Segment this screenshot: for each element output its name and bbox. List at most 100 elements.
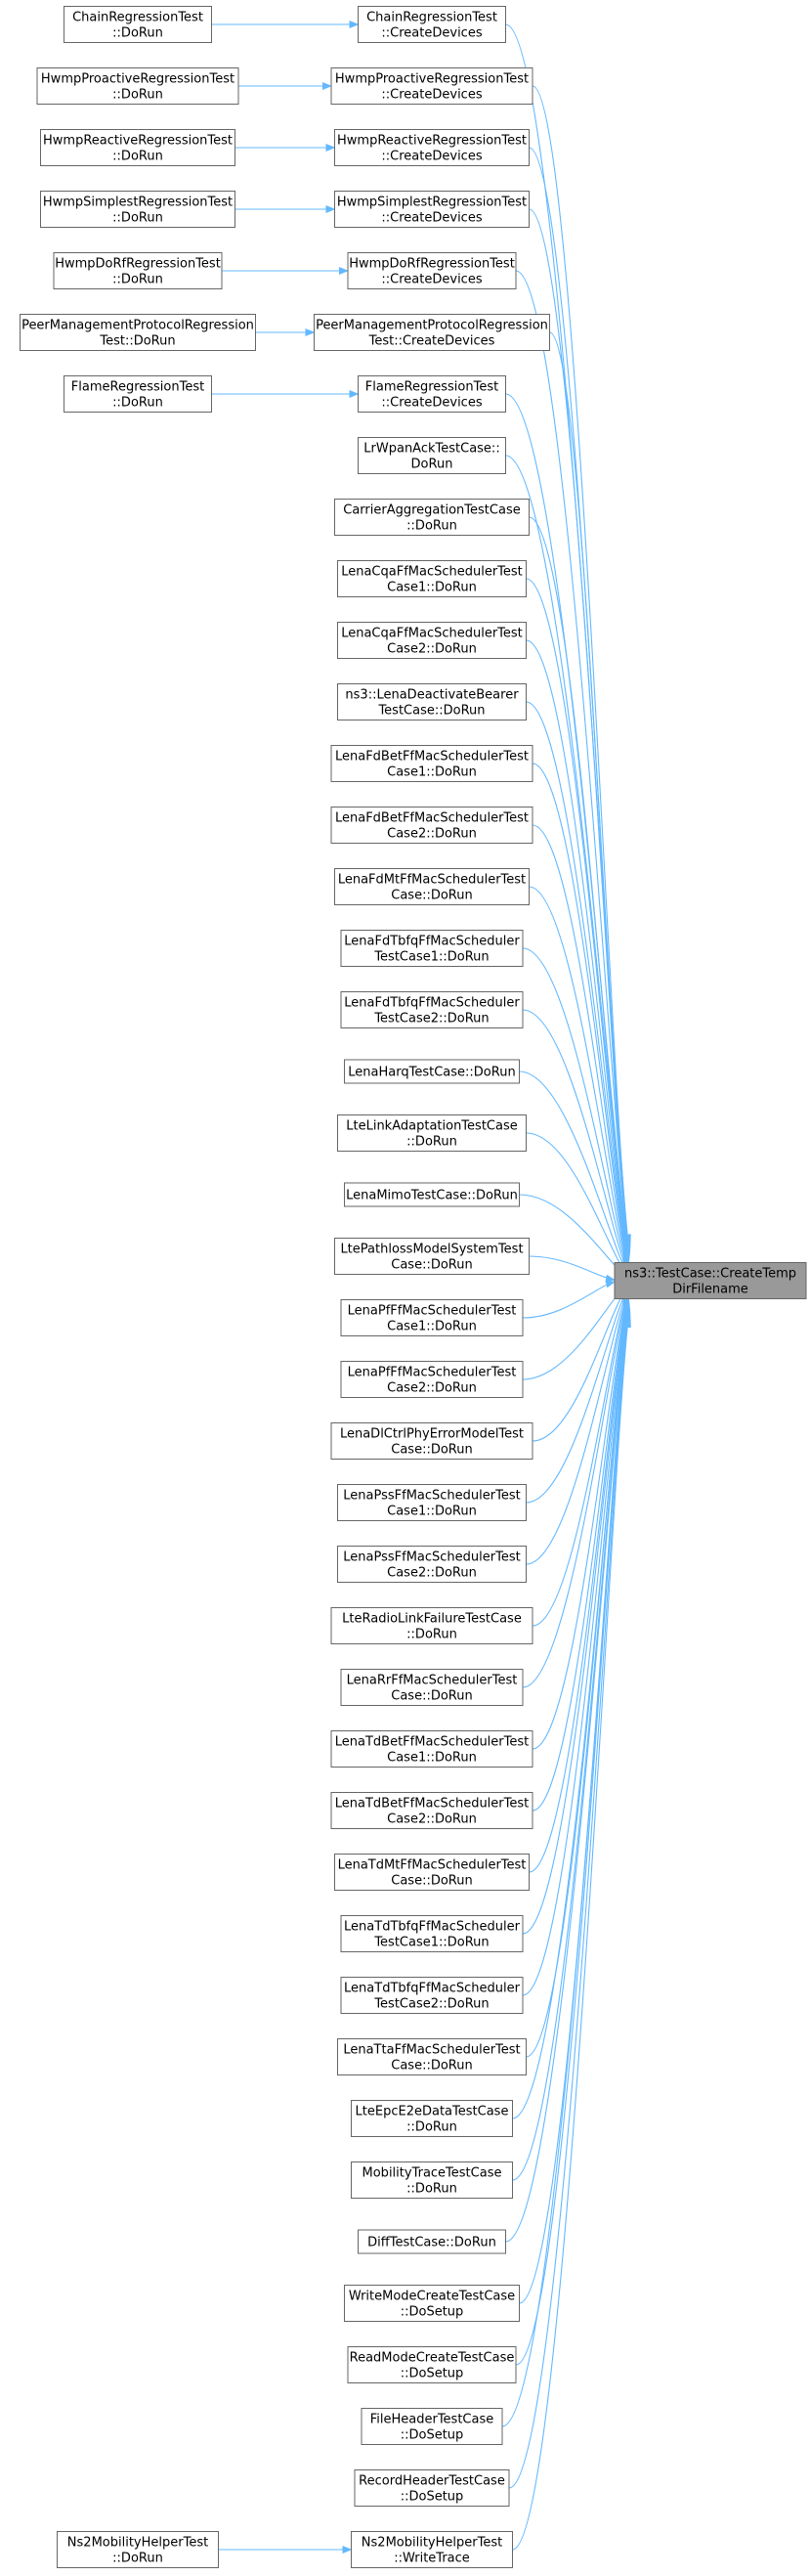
node-box <box>340 1299 524 1336</box>
node-ns2mobilityhelpertest-writetrace[interactable]: Ns2MobilityHelperTest::WriteTrace <box>351 2531 513 2568</box>
edge-ns3-lenadeactivatebearertestcase-dorun-to-target <box>526 701 630 1265</box>
node-chainregressiontest-dorun[interactable]: ChainRegressionTest::DoRun <box>64 6 212 43</box>
node-readmodecreatetestcase-dosetup[interactable]: ReadModeCreateTestCase::DoSetup <box>347 2346 517 2383</box>
node-fileheadertestcase-dosetup[interactable]: FileHeaderTestCase::DoSetup <box>361 2408 503 2445</box>
node-label-line: ::DoRun <box>112 396 163 411</box>
node-lrwpanacktestcase-dorun[interactable]: LrWpanAckTestCase::DoRun <box>358 437 506 474</box>
node-hwmpproactiveregressiontest-createdevices[interactable]: HwmpProactiveRegressionTest::CreateDevic… <box>330 67 533 105</box>
edge-lenafdbetffmacschedulertestcase2-dorun-to-target <box>532 824 630 1268</box>
node-label-line: PeerManagementProtocolRegression <box>21 319 254 333</box>
node-label-line: Case2::DoRun <box>387 1812 477 1827</box>
node-box <box>358 437 506 474</box>
node-label-line: PeerManagementProtocolRegression <box>316 319 548 333</box>
node-box <box>330 807 533 844</box>
node-label-line: Case2::DoRun <box>387 1381 477 1396</box>
node-chainregressiontest-createdevices[interactable]: ChainRegressionTest::CreateDevices <box>358 6 506 43</box>
node-box <box>351 2161 513 2199</box>
node-lteepce2edatatestcase-dorun[interactable]: LteEpcE2eDataTestCase::DoRun <box>351 2100 513 2137</box>
edge-ltepathlossmodelsystemtestcase-dorun-to-target <box>529 1255 616 1283</box>
node-label-line: Case::DoRun <box>391 2059 472 2074</box>
node-peermanagementprotocolregressiontest-dorun[interactable]: PeerManagementProtocolRegressionTest::Do… <box>20 314 256 351</box>
node-label-line: ::CreateDevices <box>381 150 482 164</box>
node-hwmpreactiveregressiontest-createdevices[interactable]: HwmpReactiveRegressionTest::CreateDevice… <box>334 129 530 166</box>
node-label-line: LenaTdBetFfMacSchedulerTest <box>335 1797 530 1812</box>
node-label-line: LenaFdTbfqFfMacScheduler <box>344 935 520 949</box>
node-box <box>337 1114 527 1152</box>
node-writemodecreatetestcase-dosetup[interactable]: WriteModeCreateTestCase::DoSetup <box>344 2285 520 2322</box>
node-lteradiolinkfailuretestcase-dorun[interactable]: LteRadioLinkFailureTestCase::DoRun <box>330 1607 533 1644</box>
edge-lenafdbetffmacschedulertestcase1-dorun-to-target <box>532 763 630 1267</box>
node-box <box>347 2346 517 2383</box>
node-hwmpsimplestregressiontest-dorun[interactable]: HwmpSimplestRegressionTest::DoRun <box>40 191 235 228</box>
node-box <box>358 375 506 413</box>
node-hwmpdorfregressiontest-createdevices[interactable]: HwmpDoRfRegressionTest::CreateDevices <box>347 252 517 289</box>
node-label-line: TestCase2::DoRun <box>373 1997 489 2012</box>
node-box <box>36 67 239 105</box>
node-box <box>334 129 530 166</box>
node-label-line: ::DoRun <box>406 2182 457 2197</box>
node-label-line: Case2::DoRun <box>387 642 477 657</box>
node-label-line: LenaPfFfMacSchedulerTest <box>348 1304 517 1319</box>
node-flameregressiontest-createdevices[interactable]: FlameRegressionTest::CreateDevices <box>358 375 506 413</box>
node-lenaharqtestcase-dorun[interactable]: LenaHarqTestCase::DoRun <box>344 1059 520 1084</box>
node-ns2mobilityhelpertest-dorun[interactable]: Ns2MobilityHelperTest::DoRun <box>57 2531 219 2568</box>
node-label-line: ::DoRun <box>406 2120 457 2135</box>
edge-mobilitytracetestcase-dorun-to-target <box>512 1306 631 2181</box>
node-peermanagementprotocolregressiontest-createdevices[interactable]: PeerManagementProtocolRegressionTest::Cr… <box>314 314 550 351</box>
node-difftestcase-dorun[interactable]: DiffTestCase::DoRun <box>358 2229 506 2254</box>
node-label-line: HwmpDoRfRegressionTest <box>349 257 515 272</box>
node-lenamimotestcase-dorun[interactable]: LenaMimoTestCase::DoRun <box>344 1182 520 1207</box>
node-hwmpproactiveregressiontest-dorun[interactable]: HwmpProactiveRegressionTest::DoRun <box>36 67 239 105</box>
node-label-line: LenaMimoTestCase::DoRun <box>346 1189 518 1203</box>
node-flameregressiontest-dorun[interactable]: FlameRegressionTest::DoRun <box>64 375 212 413</box>
node-label-line: Case1::DoRun <box>387 1751 477 1766</box>
node-ltelinkadaptationtestcase-dorun[interactable]: LteLinkAdaptationTestCase::DoRun <box>337 1114 527 1152</box>
node-label-line: LenaFdBetFfMacSchedulerTest <box>335 811 529 826</box>
node-label-line: FlameRegressionTest <box>71 380 204 395</box>
node-label-line: ::DoRun <box>112 273 163 287</box>
node-label-line: TestCase1::DoRun <box>373 1936 489 1950</box>
node-carrieraggregationtestcase-dorun[interactable]: CarrierAggregationTestCase::DoRun <box>334 499 530 536</box>
edge-lenafdtbfqffmacschedulertestcase2-dorun-to-target <box>522 1009 629 1274</box>
node-recordheadertestcase-dosetup[interactable]: RecordHeaderTestCase::DoSetup <box>354 2469 510 2507</box>
node-mobilitytracetestcase-dorun[interactable]: MobilityTraceTestCase::DoRun <box>351 2161 513 2199</box>
node-label-line: HwmpReactiveRegressionTest <box>337 134 527 149</box>
node-label-line: LenaFdMtFfMacSchedulerTest <box>338 873 526 888</box>
node-label-line: Case::DoRun <box>391 1443 472 1458</box>
node-box <box>340 1915 524 1952</box>
edge-lenapssffmacschedulertestcase1-dorun-to-target <box>526 1286 629 1504</box>
node-label-line: Ns2MobilityHelperTest <box>362 2536 502 2551</box>
node-hwmpdorfregressiontest-dorun[interactable]: HwmpDoRfRegressionTest::DoRun <box>53 252 223 289</box>
node-box <box>337 2038 527 2075</box>
node-hwmpsimplestregressiontest-createdevices[interactable]: HwmpSimplestRegressionTest::CreateDevice… <box>334 191 530 228</box>
node-label-line: FileHeaderTestCase <box>370 2413 494 2427</box>
node-label-line: ns3::LenaDeactivateBearer <box>345 688 519 703</box>
node-label-line: Case2::DoRun <box>387 1566 477 1581</box>
node-label-line: LteEpcE2eDataTestCase <box>356 2105 509 2119</box>
node-hwmpreactiveregressiontest-dorun[interactable]: HwmpReactiveRegressionTest::DoRun <box>40 129 235 166</box>
edge-peermanagementprotocolregressiontest-createdevices-to-target <box>549 331 631 1253</box>
node-box <box>334 499 530 536</box>
